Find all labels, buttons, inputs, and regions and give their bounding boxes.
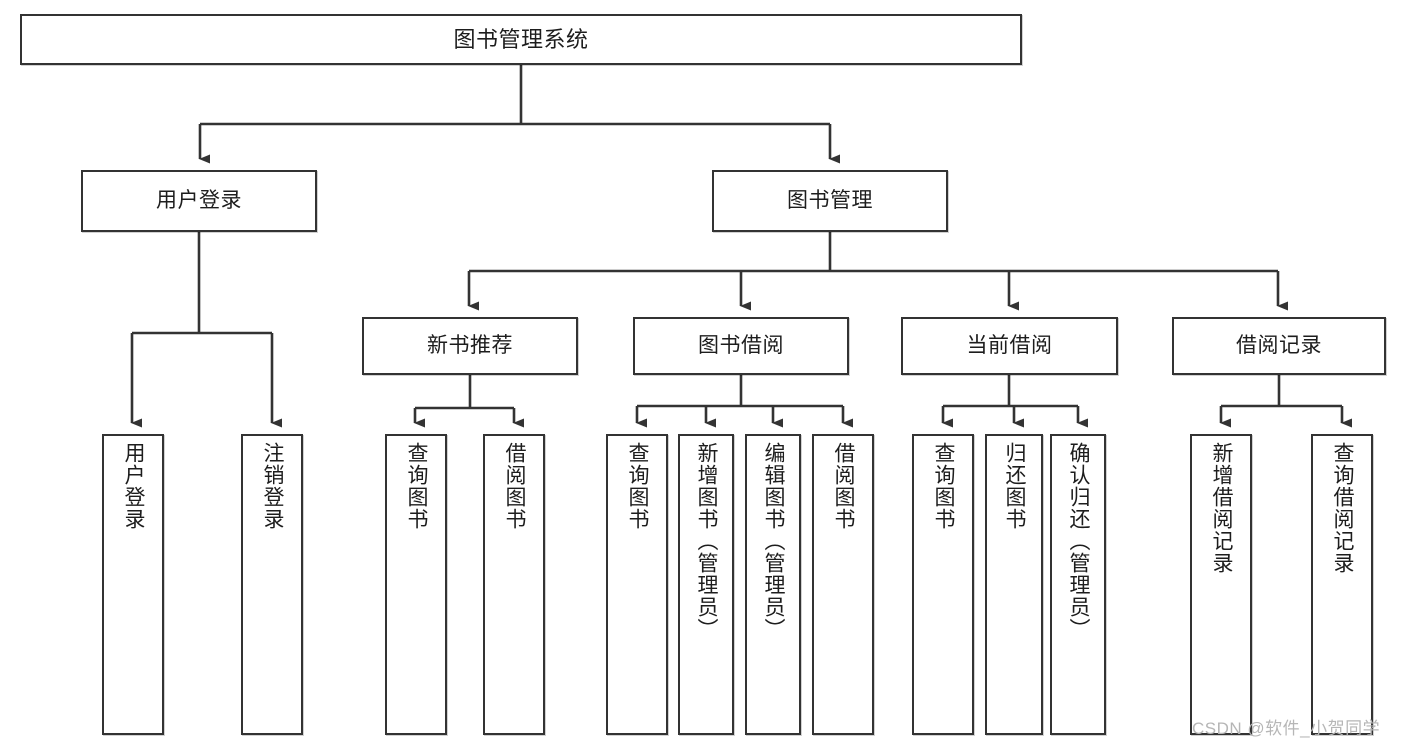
- node-leaf-borrow-3[interactable]: 编辑图书（管理员）: [745, 434, 801, 735]
- node-root[interactable]: 图书管理系统: [20, 14, 1022, 65]
- node-leaf-borrow-4[interactable]: 借阅图书: [812, 434, 874, 735]
- node-leaf-new-1[interactable]: 查询图书: [385, 434, 447, 735]
- node-label: 用户登录: [122, 442, 146, 530]
- node-leaf-cur-3[interactable]: 确认归还（管理员）: [1050, 434, 1106, 735]
- node-label: 借阅图书: [503, 442, 527, 530]
- watermark: CSDN @软件_小贺同学: [1192, 719, 1381, 738]
- node-label: 注销登录: [261, 442, 285, 530]
- node-leaf-login-1[interactable]: 用户登录: [102, 434, 164, 735]
- node-label: 新增借阅记录: [1210, 442, 1234, 574]
- node-label: 编辑图书（管理员）: [762, 442, 786, 640]
- node-leaf-borrow-1[interactable]: 查询图书: [606, 434, 668, 735]
- node-current[interactable]: 当前借阅: [901, 317, 1118, 375]
- node-leaf-new-2[interactable]: 借阅图书: [483, 434, 545, 735]
- node-label: 用户登录: [156, 188, 242, 212]
- node-label: 图书借阅: [698, 333, 784, 357]
- node-label: 查询图书: [405, 442, 429, 530]
- node-login[interactable]: 用户登录: [81, 170, 317, 232]
- node-label: 新书推荐: [427, 333, 513, 357]
- node-label: 新增图书（管理员）: [695, 442, 719, 640]
- node-borrow[interactable]: 图书借阅: [633, 317, 849, 375]
- node-label: 借阅图书: [832, 442, 856, 530]
- node-label: 查询借阅记录: [1331, 442, 1355, 574]
- node-leaf-login-2[interactable]: 注销登录: [241, 434, 303, 735]
- node-label: 借阅记录: [1236, 333, 1322, 357]
- node-label: 查询图书: [626, 442, 650, 530]
- node-label: 当前借阅: [966, 333, 1053, 357]
- node-label: 图书管理系统: [453, 26, 589, 52]
- node-leaf-cur-1[interactable]: 查询图书: [912, 434, 974, 735]
- node-label: 归还图书: [1003, 442, 1027, 530]
- node-records[interactable]: 借阅记录: [1172, 317, 1386, 375]
- node-label: 查询图书: [932, 442, 956, 530]
- node-label: 确认归还（管理员）: [1067, 442, 1091, 640]
- node-leaf-cur-2[interactable]: 归还图书: [985, 434, 1043, 735]
- node-bookmgmt[interactable]: 图书管理: [712, 170, 948, 232]
- node-leaf-rec-2[interactable]: 查询借阅记录: [1311, 434, 1373, 735]
- node-label: 图书管理: [787, 188, 873, 212]
- node-leaf-borrow-2[interactable]: 新增图书（管理员）: [678, 434, 734, 735]
- node-leaf-rec-1[interactable]: 新增借阅记录: [1190, 434, 1252, 735]
- node-newbooks[interactable]: 新书推荐: [362, 317, 578, 375]
